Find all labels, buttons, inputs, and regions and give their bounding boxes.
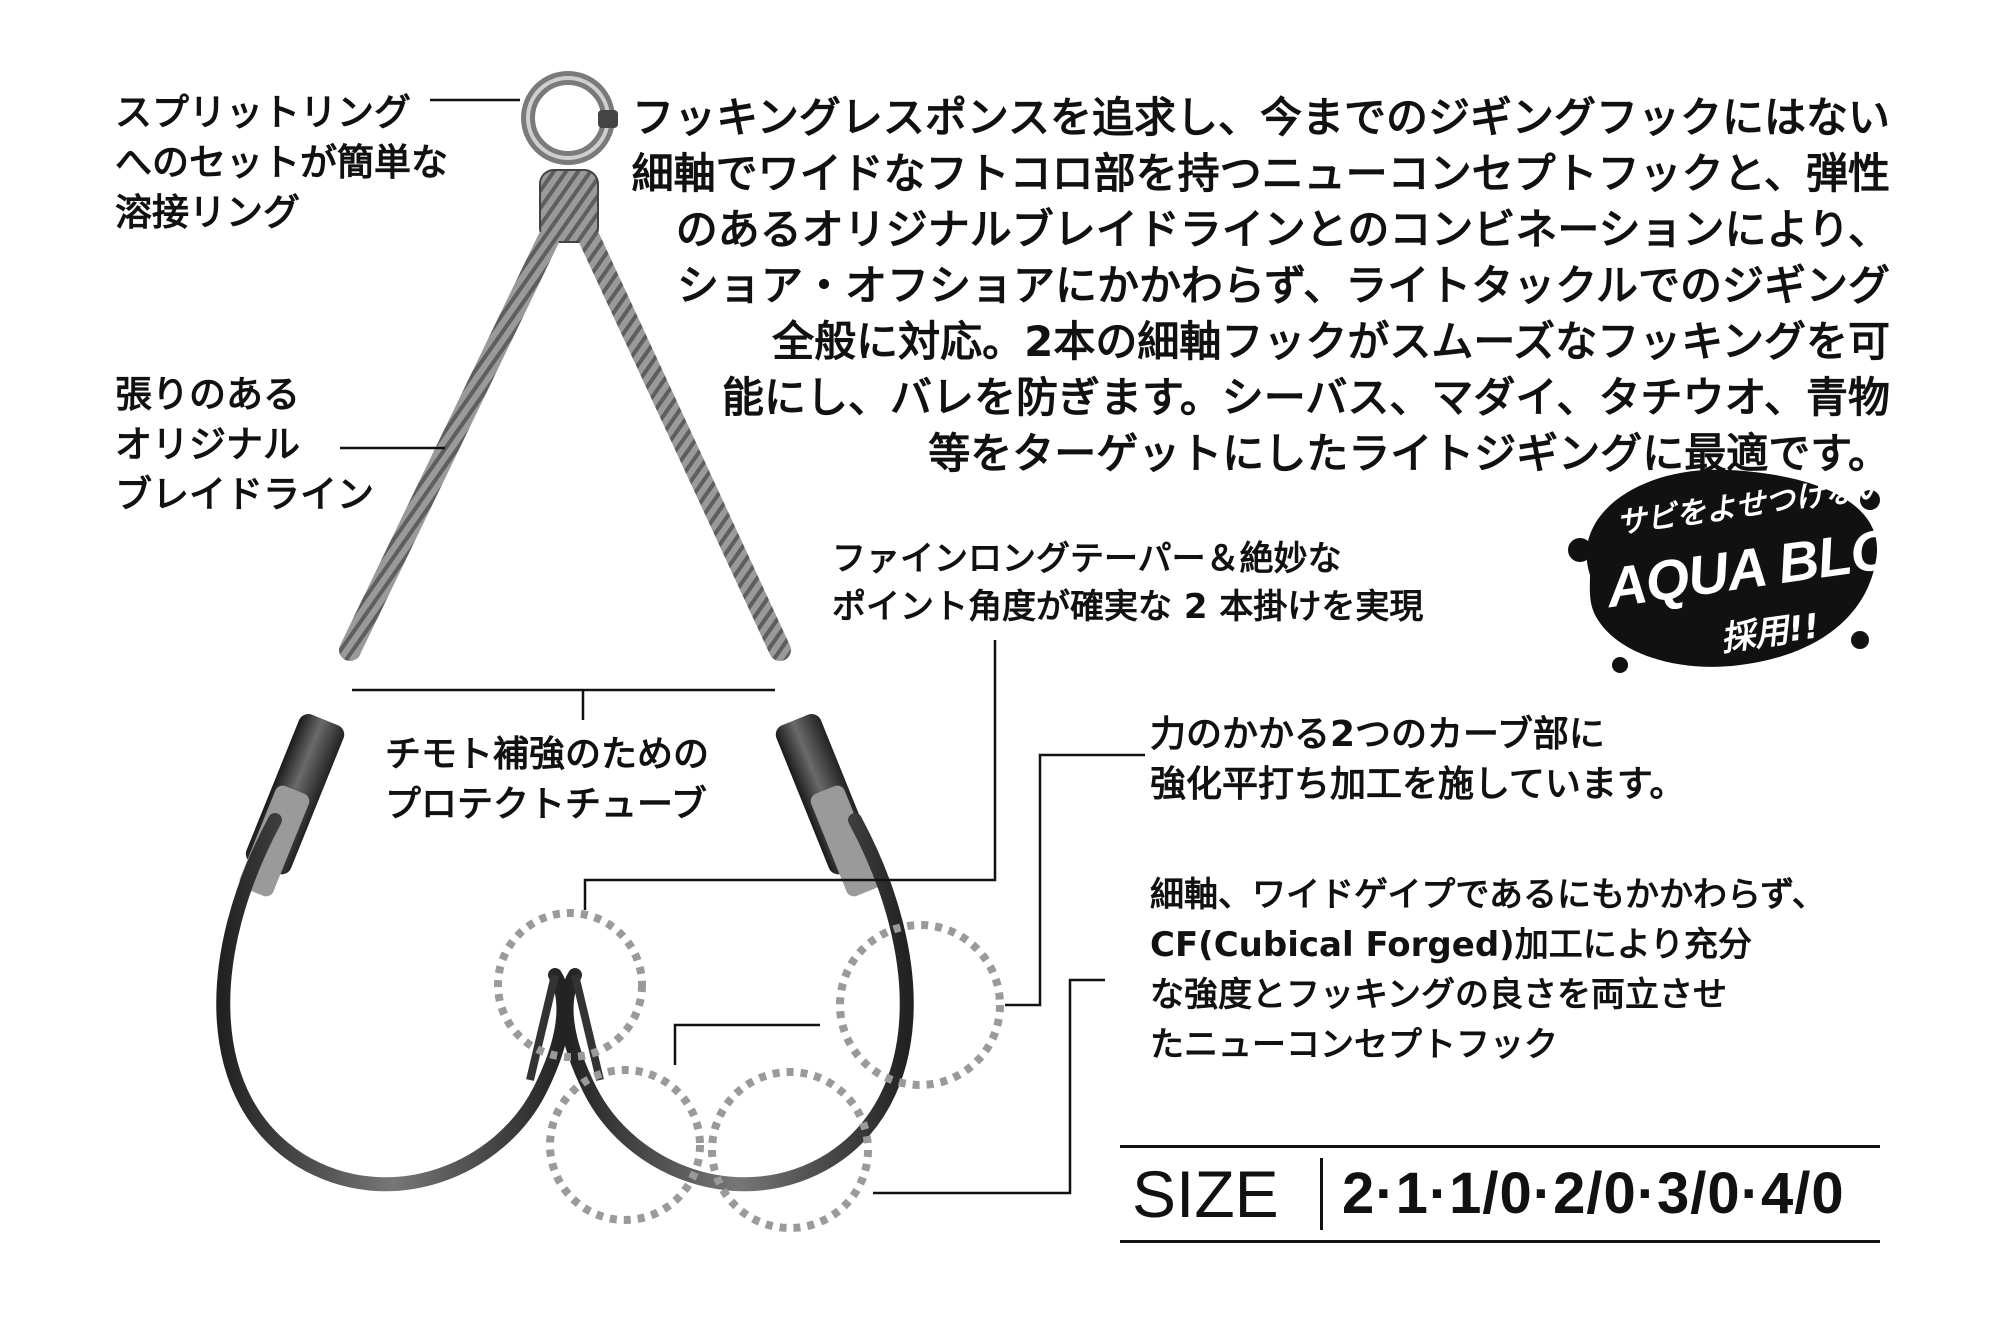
forged-line-text: たニューコンセプトフック [1150, 1025, 1558, 1065]
split-ring-line: スプリットリング [115, 91, 411, 134]
curve-line-text: 力のかかる2つのカーブ部に [1150, 714, 1605, 755]
forged-line-text: 細軸、ワイドゲイプであるにもかかわらず、 [1150, 875, 1826, 915]
split-ring [521, 71, 618, 165]
braid-line [339, 229, 791, 661]
size-divider [1320, 1158, 1323, 1230]
description-line: 等をターゲットにしたライトジギングに最適です。 [928, 429, 1890, 478]
description-line: のあるオリジナルブレイドラインとのコンビネーションにより、 [675, 205, 1890, 254]
point-circle [494, 909, 646, 1061]
split-ring-line: へのセットが簡単な [115, 141, 448, 184]
left-hook [216, 813, 571, 1192]
split-ring-label: スプリットリング へのセットが簡単な 溶接リング [115, 88, 448, 238]
bend-circle-center [546, 1066, 704, 1224]
braid-line-text: ブレイドライン [115, 473, 374, 516]
curve-circle-right [836, 921, 1004, 1089]
aqua-block-badge: サビをよせつけない AQUA BLOCK 採用!! [1560, 455, 1975, 685]
braid-line-text: オリジナル [115, 423, 300, 466]
forged-line-text: な強度とフッキングの良さを両立させ [1150, 975, 1727, 1015]
size-table: SIZE 2·1·1/0·2/0·3/0·4/0 [1120, 1145, 1880, 1243]
description-line: フッキングレスポンスを追求し、今までのジギングフックにはない [632, 93, 1890, 142]
curve-label: 力のかかる2つのカーブ部に 強化平打ち加工を施しています。 [1150, 710, 1685, 810]
forged-line-text: CF(Cubical Forged)加工により充分 [1150, 925, 1753, 965]
taper-label: ファインロングテーパー＆絶妙な ポイント角度が確実な 2 本掛けを実現 [832, 535, 1423, 631]
curve-line-text: 強化平打ち加工を施しています。 [1150, 764, 1686, 805]
tube-line-text: チモト補強のための [385, 734, 710, 775]
size-label: SIZE [1132, 1157, 1279, 1231]
badge-splash-shape [1568, 469, 1880, 673]
forged-label: 細軸、ワイドゲイプであるにもかかわらず、 CF(Cubical Forged)加… [1150, 870, 1826, 1070]
right-hook [559, 813, 914, 1192]
bend-circle-right [708, 1068, 872, 1232]
braid-knot [539, 169, 599, 243]
description-line: 全般に対応。2本の細軸フックがスムーズなフッキングを可 [772, 317, 1890, 366]
size-values: 2·1·1/0·2/0·3/0·4/0 [1342, 1161, 1845, 1226]
description-line: 細軸でワイドなフトコロ部を持つニューコンセプトフックと、弾性 [631, 149, 1890, 198]
split-ring-line: 溶接リング [115, 191, 300, 234]
leader-lines [340, 98, 1145, 1195]
description-line: 能にし、バレを防ぎます。シーバス、マダイ、タチウオ、青物 [721, 373, 1890, 422]
product-description: フッキングレスポンスを追求し、今までのジギングフックにはない 細軸でワイドなフト… [632, 90, 1890, 482]
highlight-circles [494, 909, 1004, 1232]
tube-label: チモト補強のための プロテクトチューブ [385, 730, 709, 830]
braid-line-text: 張りのある [115, 373, 300, 416]
braid-label: 張りのある オリジナル ブレイドライン [115, 370, 374, 520]
taper-line-text: ポイント角度が確実な 2 本掛けを実現 [832, 587, 1424, 627]
taper-line-text: ファインロングテーパー＆絶妙な [832, 539, 1342, 579]
tube-line-text: プロテクトチューブ [385, 784, 707, 825]
description-line: ショア・オフショアにかかわらず、ライトタックルでのジギング [677, 261, 1890, 310]
